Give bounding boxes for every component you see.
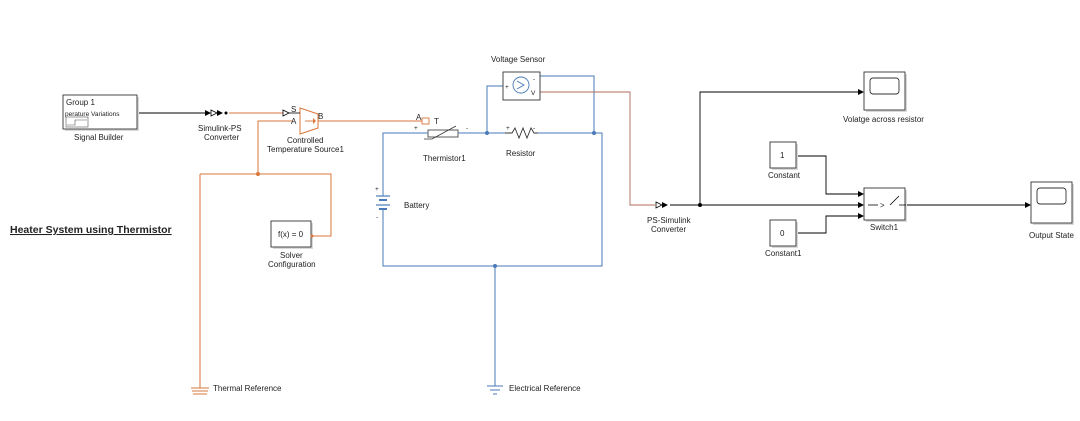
ps-simulink-label-1: PS-Simulink — [647, 216, 692, 225]
thermal-reference-block[interactable]: Thermal Reference — [191, 384, 282, 395]
solver-label-2: Configuration — [268, 260, 316, 269]
constant1-value: 0 — [780, 229, 785, 238]
diagram-title: Heater System using Thermistor — [10, 224, 172, 236]
electrical-reference-block[interactable]: Electrical Reference — [487, 384, 581, 395]
scope-output-label: Output State — [1029, 231, 1074, 240]
electrical-lines — [382, 75, 603, 386]
simulink-ps-label-1: Simulink-PS — [198, 124, 242, 133]
ps-simulink-label-2: Converter — [651, 225, 686, 234]
voltage-sensor-label: Voltage Sensor — [491, 55, 546, 64]
scope-resistor-block[interactable]: Volatge across resistor — [843, 71, 924, 124]
resistor-label: Resistor — [506, 149, 536, 158]
ps-simulink-converter-block[interactable]: PS-Simulink Converter — [647, 201, 692, 234]
battery-block[interactable]: + - Battery — [375, 186, 429, 221]
thermistor-port-a: A — [416, 113, 422, 122]
switch-label: Switch1 — [870, 223, 899, 232]
signal-builder-group: Group 1 — [66, 98, 95, 107]
electrical-reference-label: Electrical Reference — [509, 384, 581, 393]
battery-label: Battery — [404, 201, 429, 210]
resistor-minus: - — [533, 125, 535, 132]
thermistor-plus: + — [414, 125, 418, 132]
battery-minus: - — [376, 214, 378, 221]
signal-builder-label: Signal Builder — [74, 133, 124, 142]
constant-value: 1 — [780, 151, 785, 160]
signal-builder-signal: perature Variations — [65, 111, 120, 118]
thermistor-label: Thermistor1 — [423, 154, 466, 163]
temperature-source-block[interactable]: S A B Controlled Temperature Source1 — [267, 105, 344, 154]
scope-resistor-label: Volatge across resistor — [843, 115, 924, 124]
voltage-sensor-plus: + — [505, 84, 509, 91]
simulink-ps-label-2: Converter — [204, 133, 239, 142]
voltage-sensor-port-v: V — [531, 90, 536, 97]
solver-text: f(x) = 0 — [278, 230, 304, 239]
signal-lines — [137, 89, 1031, 234]
switch-block[interactable]: > Switch1 — [863, 187, 907, 232]
signal-builder-block[interactable]: Group 1 perature Variations Signal Build… — [62, 94, 139, 142]
temp-source-port-a: A — [291, 117, 297, 126]
resistor-plus: + — [506, 125, 510, 132]
thermal-reference-label: Thermal Reference — [213, 384, 282, 393]
scope-output-block[interactable]: Output State — [1029, 181, 1074, 240]
resistor-block[interactable]: + - Resistor — [505, 125, 538, 158]
temp-source-label-1: Controlled — [287, 136, 323, 145]
battery-plus: + — [375, 186, 379, 193]
physical-signal-line — [540, 91, 655, 206]
voltage-sensor-minus: - — [533, 76, 535, 83]
solver-label-1: Solver — [280, 251, 303, 260]
constant1-label: Constant1 — [765, 249, 802, 258]
solver-configuration-block[interactable]: f(x) = 0 Solver Configuration — [268, 220, 316, 269]
temp-source-port-s: S — [291, 105, 296, 114]
voltage-sensor-block[interactable]: Voltage Sensor + - V — [491, 55, 546, 101]
thermistor-block[interactable]: A T + - Thermistor1 — [410, 113, 468, 163]
temp-source-port-b: B — [318, 112, 323, 121]
constant-block[interactable]: 1 Constant — [768, 141, 801, 180]
thermal-lines — [199, 112, 422, 388]
thermistor-port-t: T — [434, 117, 439, 126]
constant1-block[interactable]: 0 Constant1 — [765, 219, 802, 258]
simulink-ps-converter-block[interactable]: Simulink-PS Converter — [198, 109, 242, 142]
thermistor-minus: - — [466, 125, 468, 132]
switch-condition: > — [880, 201, 885, 210]
temp-source-label-2: Temperature Source1 — [267, 145, 344, 154]
constant-label: Constant — [768, 171, 801, 180]
